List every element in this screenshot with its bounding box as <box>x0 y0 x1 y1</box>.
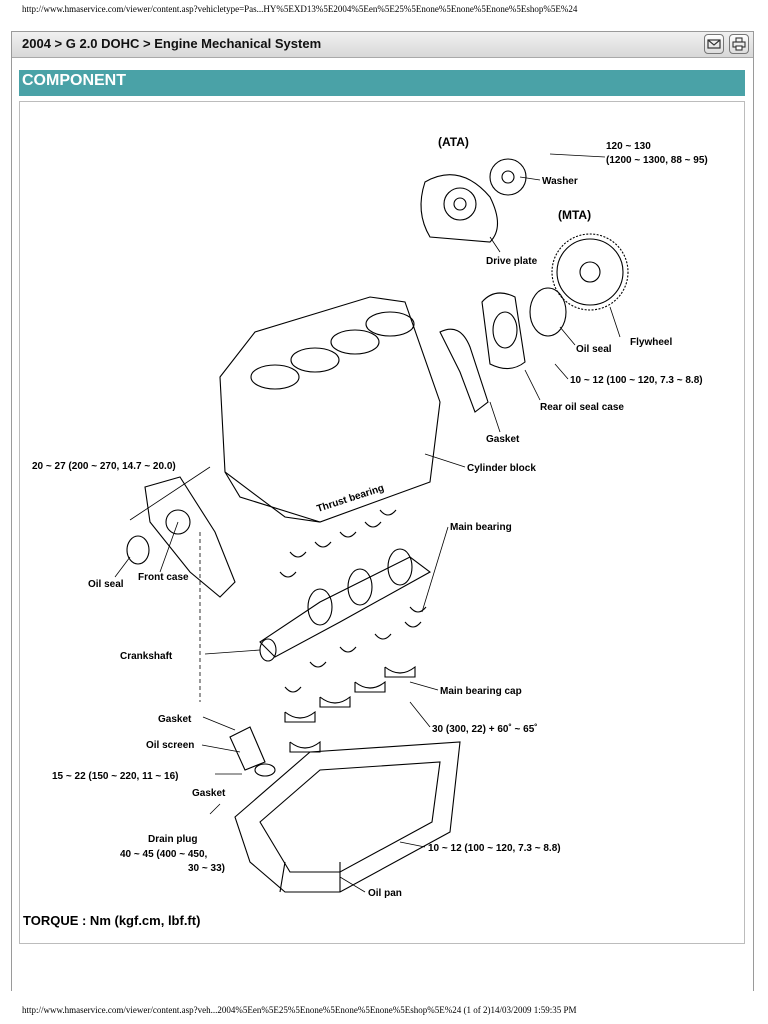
rear-oil-seal-part <box>529 287 567 337</box>
exploded-view-drawing: (ATA) 120 ~ 130 (1200 ~ 1300, 88 ~ 95) W… <box>32 135 708 899</box>
label-rear-oil-seal-case: Rear oil seal case <box>540 402 624 413</box>
oil-screen-part <box>229 726 276 777</box>
label-torque-rear-case: 10 ~ 12 (100 ~ 120, 7.3 ~ 8.8) <box>570 375 703 386</box>
print-button[interactable] <box>729 34 749 54</box>
viewer-frame <box>11 31 754 991</box>
label-oil-seal-front: Oil seal <box>88 579 124 590</box>
label-gasket-rear: Gasket <box>486 434 520 445</box>
crankshaft-part <box>259 548 432 662</box>
engine-component-diagram: (ATA) 120 ~ 130 (1200 ~ 1300, 88 ~ 95) W… <box>19 101 745 944</box>
label-washer: Washer <box>542 176 578 187</box>
title-bar: 2004 > G 2.0 DOHC > Engine Mechanical Sy… <box>12 32 753 58</box>
print-header-url: http://www.hmaservice.com/viewer/content… <box>22 4 578 14</box>
printer-icon <box>732 37 746 51</box>
label-torque-top-2: (1200 ~ 1300, 88 ~ 95) <box>606 155 708 166</box>
label-gasket-drain: Gasket <box>192 788 226 799</box>
lower-main-bearings-part <box>284 621 422 693</box>
rear-gasket-part <box>439 328 489 413</box>
label-oil-pan: Oil pan <box>368 888 402 899</box>
breadcrumb: 2004 > G 2.0 DOHC > Engine Mechanical Sy… <box>22 36 322 51</box>
label-main-bearing: Main bearing <box>450 522 512 533</box>
leader-lines <box>114 153 621 893</box>
label-torque-front-case: 20 ~ 27 (200 ~ 270, 14.7 ~ 20.0) <box>32 461 176 472</box>
label-torque-pan: 10 ~ 12 (100 ~ 120, 7.3 ~ 8.8) <box>428 843 561 854</box>
label-torque-screen: 15 ~ 22 (150 ~ 220, 11 ~ 16) <box>52 771 179 782</box>
flywheel-part <box>551 233 629 311</box>
label-front-case: Front case <box>138 572 189 583</box>
washer-part <box>489 158 527 196</box>
mail-icon <box>707 39 721 49</box>
label-main-bearing-cap: Main bearing cap <box>440 686 522 697</box>
label-cylinder-block: Cylinder block <box>467 463 536 474</box>
main-bearing-caps-part <box>284 665 416 753</box>
label-mta: (MTA) <box>558 208 591 222</box>
label-thrust-bearing: Thrust bearing <box>316 483 386 515</box>
diagram-labels: (ATA) 120 ~ 130 (1200 ~ 1300, 88 ~ 95) W… <box>32 135 708 899</box>
label-oil-screen: Oil screen <box>146 740 194 751</box>
torque-units-note: TORQUE : Nm (kgf.cm, lbf.ft) <box>23 913 201 928</box>
email-button[interactable] <box>704 34 724 54</box>
label-drive-plate: Drive plate <box>486 256 538 267</box>
label-oil-seal-rear: Oil seal <box>576 344 612 355</box>
label-torque-cap: 30 (300, 22) + 60˚ ~ 65˚ <box>432 723 538 735</box>
section-title: COMPONENT <box>19 70 745 96</box>
label-ata: (ATA) <box>438 135 469 149</box>
label-gasket-screen: Gasket <box>158 714 192 725</box>
print-footer: http://www.hmaservice.com/viewer/content… <box>22 1005 577 1015</box>
label-torque-drain-2: 30 ~ 33) <box>188 863 225 874</box>
rear-oil-seal-case-part <box>481 292 526 370</box>
label-torque-drain-1: 40 ~ 45 (400 ~ 450, <box>120 849 208 860</box>
front-case-part <box>144 476 236 598</box>
label-torque-top-1: 120 ~ 130 <box>606 141 651 152</box>
drive-plate-part <box>420 174 499 243</box>
upper-main-bearings-part <box>279 509 427 613</box>
label-crankshaft: Crankshaft <box>120 651 173 662</box>
cylinder-block-part <box>219 296 441 523</box>
label-flywheel: Flywheel <box>630 337 672 348</box>
front-oil-seal-part <box>126 535 150 565</box>
label-drain-plug: Drain plug <box>148 834 197 845</box>
